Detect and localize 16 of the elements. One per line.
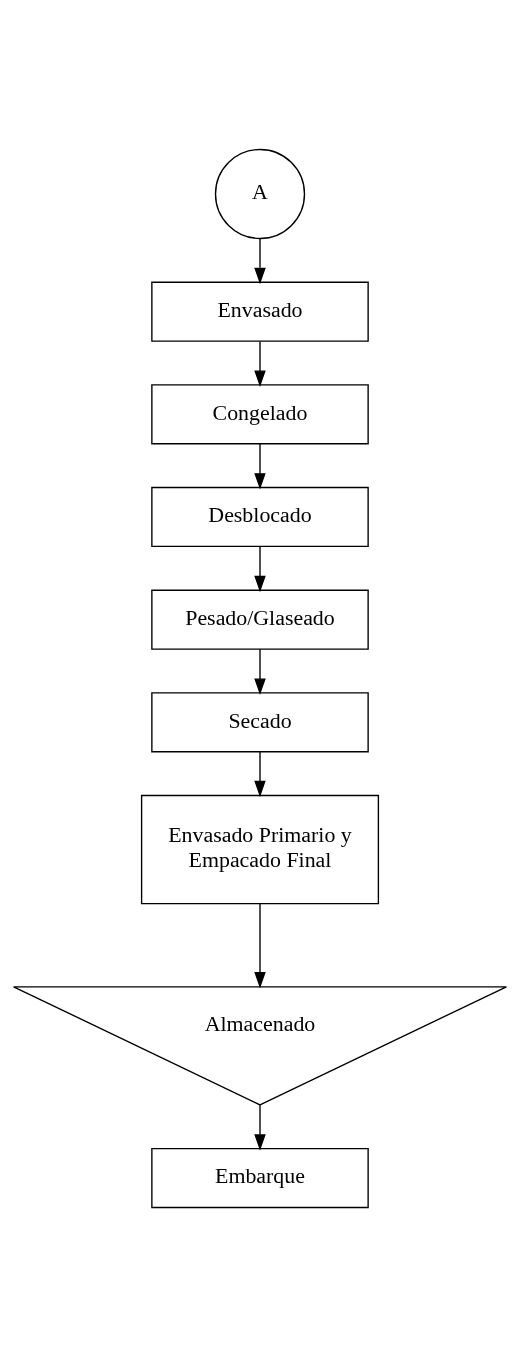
node-box: Pesado/Glaseado: [151, 589, 369, 650]
arrow: [254, 340, 266, 387]
arrow: [254, 238, 266, 285]
arrow: [254, 648, 266, 695]
arrow: [254, 443, 266, 490]
node-box: Desblocado: [151, 486, 369, 548]
node-box: Envasado: [151, 281, 369, 342]
arrow: [254, 1104, 266, 1151]
node-circle: A: [214, 148, 306, 240]
node-box: Envasado Primario y Empacado Final: [140, 794, 380, 905]
node-box: Secado: [151, 692, 369, 753]
node-box: Embarque: [151, 1148, 369, 1209]
arrow: [254, 546, 266, 593]
node-box: Congelado: [151, 384, 369, 445]
arrow: [254, 903, 266, 989]
arrow: [254, 751, 266, 798]
